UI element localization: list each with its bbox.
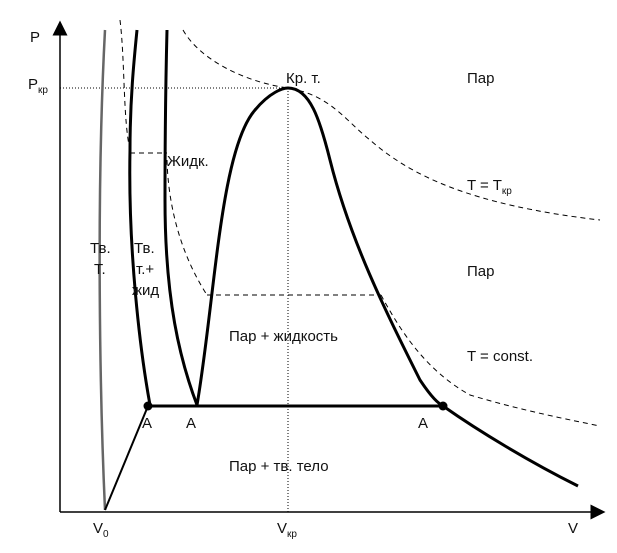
vapor-solid-label: Пар + тв. тело: [229, 458, 329, 475]
critical-isotherm: [182, 29, 601, 221]
vapor-liquid-label: Пар + жидкость: [229, 328, 338, 345]
solid-boundary-curve: [98, 29, 107, 511]
liquid-label: Жидк.: [167, 153, 209, 170]
coexistence-dome: [195, 86, 579, 488]
v0-line: [104, 405, 149, 511]
pkr-label: Pкр: [28, 76, 48, 96]
critical-point-label: Кр. т.: [286, 70, 321, 87]
point-a3-label: A: [418, 415, 428, 432]
solid-liquid-label-line2: т.+: [136, 261, 154, 278]
point-a1-label: A: [142, 415, 152, 432]
solid-liquid-label-line1: Тв.: [134, 240, 155, 257]
constant-isotherm-label: T = const.: [467, 348, 533, 365]
melting-curve-left: [128, 29, 152, 406]
v0-label: V0: [93, 520, 109, 540]
vapor-top-label: Пар: [467, 70, 494, 87]
point-a2-label: A: [186, 415, 196, 432]
vkr-label: Vкр: [277, 520, 297, 540]
solid-liquid-label-line3: жид: [132, 282, 159, 299]
vapor-mid-label: Пар: [467, 263, 494, 280]
p-axis-label: P: [30, 29, 40, 46]
critical-isotherm-label: T = Tкр: [467, 177, 512, 197]
v-axis-label: V: [568, 520, 578, 537]
constant-isotherm: [119, 19, 601, 427]
solid-label-line1: Тв.: [90, 240, 111, 257]
melting-curve-right: [163, 29, 199, 406]
solid-label-line2: Т.: [94, 261, 106, 278]
